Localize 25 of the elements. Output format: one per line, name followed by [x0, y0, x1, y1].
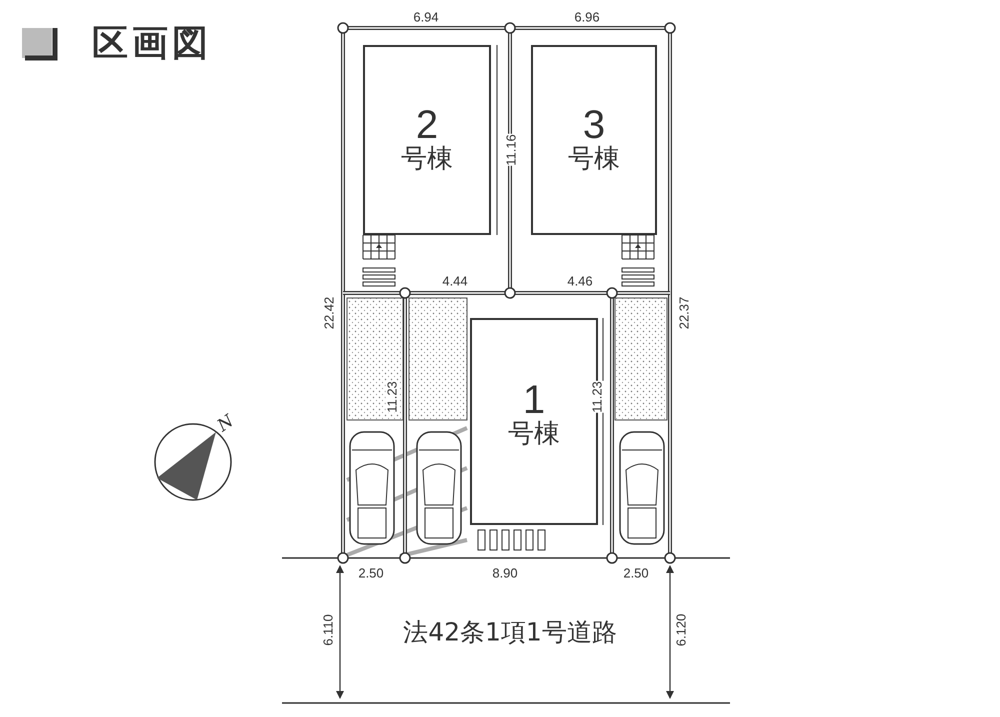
title: 区画図: [92, 26, 212, 62]
dimension-label: 2.50: [358, 566, 384, 580]
road-label: 法42条1項1号道路: [403, 620, 617, 644]
building-box: [363, 45, 491, 235]
building-label: 号棟: [568, 145, 620, 174]
north-label: N: [215, 412, 237, 436]
building-label: 号棟: [508, 420, 560, 449]
dimension-label: 2.50: [623, 566, 649, 580]
dimension-label: 6.96: [574, 10, 600, 24]
dimension-label: 6.110: [322, 614, 334, 646]
dimension-label: 11.23: [386, 381, 398, 413]
dimension-label: 4.44: [442, 274, 468, 288]
dimension-label: 8.90: [492, 566, 518, 580]
building-label: 号棟: [401, 145, 453, 174]
building-number: 1: [522, 380, 546, 420]
dimension-label: 6.94: [413, 10, 439, 24]
dimension-label: 22.42: [322, 296, 336, 330]
building-number: 3: [582, 105, 606, 145]
dimension-label: 4.46: [567, 274, 593, 288]
dimension-label: 11.16: [504, 134, 518, 166]
dimension-label: 22.37: [678, 296, 690, 330]
dimension-label: 11.23: [590, 381, 604, 413]
building-number: 2: [416, 105, 438, 145]
dimension-label: 6.120: [674, 614, 688, 646]
building-box: [531, 45, 657, 235]
